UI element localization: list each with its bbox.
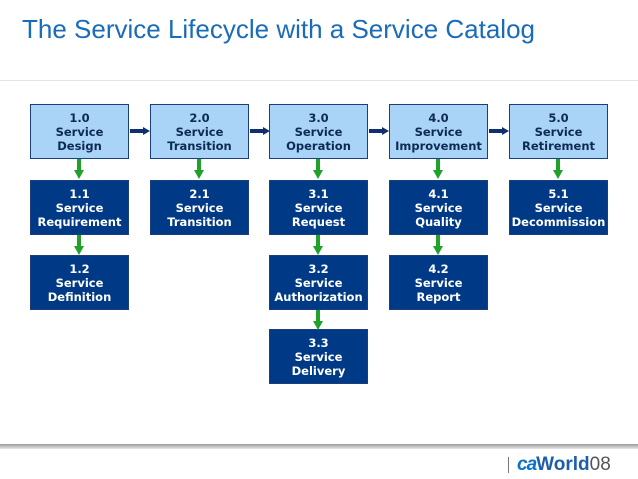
down-arrow-icon bbox=[313, 159, 323, 179]
box-label: Service bbox=[534, 200, 583, 215]
right-arrow-icon bbox=[369, 127, 389, 135]
box-label: Service bbox=[55, 275, 104, 290]
box-label: 5.0 bbox=[548, 110, 569, 125]
box-label: Transition bbox=[167, 214, 232, 229]
footer-divider bbox=[0, 444, 638, 449]
down-arrow-icon bbox=[553, 159, 563, 179]
box-label: 3.3 bbox=[308, 335, 329, 350]
divider bbox=[0, 80, 638, 81]
box-label: Improvement bbox=[395, 138, 482, 153]
box-label: Delivery bbox=[291, 363, 346, 378]
right-arrow-icon bbox=[130, 127, 150, 135]
box-label: Design bbox=[57, 138, 102, 153]
box-label: Service bbox=[175, 124, 224, 139]
down-arrow-icon bbox=[194, 159, 204, 179]
box-label: Decommission bbox=[511, 214, 606, 229]
box-label: 2.0 bbox=[189, 110, 210, 125]
box-label: Service bbox=[294, 124, 343, 139]
box-label: Service bbox=[294, 200, 343, 215]
box-label: Operation bbox=[286, 138, 351, 153]
right-arrow-icon bbox=[250, 127, 270, 135]
box-label: Service bbox=[414, 200, 463, 215]
down-arrow-icon bbox=[74, 235, 84, 255]
box-label: Quality bbox=[415, 214, 462, 229]
box-label: 4.1 bbox=[428, 186, 449, 201]
box-label: Service bbox=[55, 124, 104, 139]
box-label: Report bbox=[416, 289, 461, 304]
box-label: Authorization bbox=[274, 289, 363, 304]
box-label: Service bbox=[534, 124, 583, 139]
down-arrow-icon bbox=[74, 159, 84, 179]
box-label: Transition bbox=[167, 138, 232, 153]
box-label: Service bbox=[294, 275, 343, 290]
down-arrow-icon bbox=[433, 235, 443, 255]
box-label: 1.2 bbox=[69, 261, 90, 276]
right-arrow-icon bbox=[489, 127, 509, 135]
box-label: 1.0 bbox=[69, 110, 90, 125]
box-label: Service bbox=[55, 200, 104, 215]
page-title: The Service Lifecycle with a Service Cat… bbox=[22, 14, 536, 44]
box-label: 3.1 bbox=[308, 186, 329, 201]
box-label: 4.0 bbox=[428, 110, 449, 125]
box-label: Service bbox=[175, 200, 224, 215]
box-label: 3.0 bbox=[308, 110, 329, 125]
box-label: Service bbox=[414, 275, 463, 290]
box-label: Service bbox=[294, 349, 343, 364]
box-label: Request bbox=[291, 214, 346, 229]
box-label: 2.1 bbox=[189, 186, 210, 201]
down-arrow-icon bbox=[313, 235, 323, 255]
box-label: Service bbox=[414, 124, 463, 139]
box-label: 1.1 bbox=[69, 186, 90, 201]
down-arrow-icon bbox=[313, 310, 323, 330]
box-label: Requirement bbox=[37, 214, 122, 229]
down-arrow-icon bbox=[433, 159, 443, 179]
box-label: 4.2 bbox=[428, 261, 449, 276]
box-label: Definition bbox=[47, 289, 112, 304]
box-label: 5.1 bbox=[548, 186, 569, 201]
box-label: 3.2 bbox=[308, 261, 329, 276]
box-label: Retirement bbox=[521, 138, 596, 153]
